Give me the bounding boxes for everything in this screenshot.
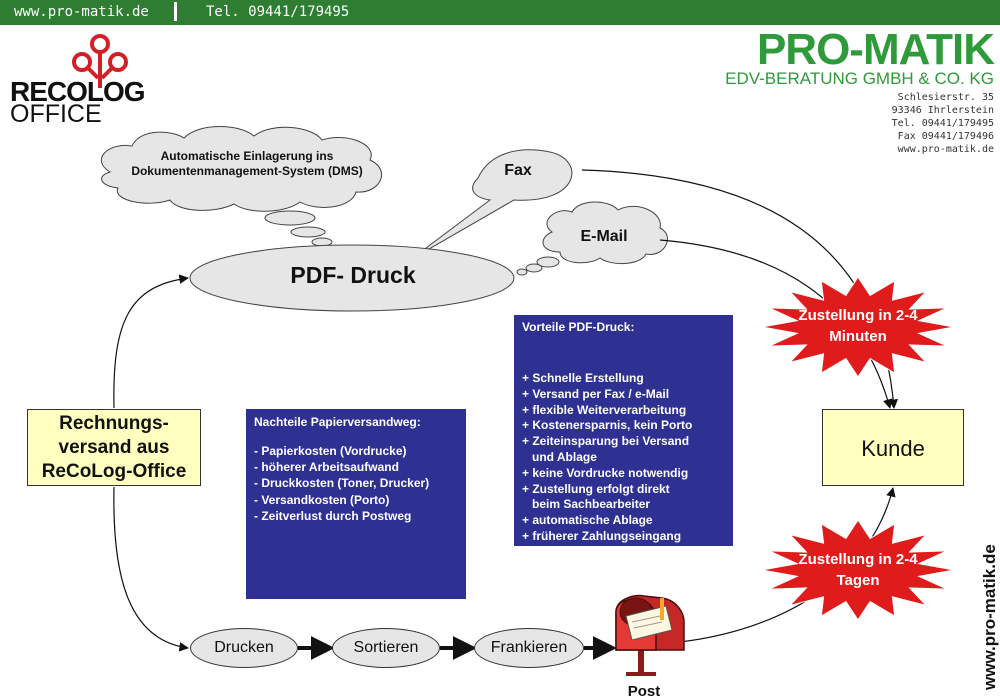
- address-website[interactable]: www.pro-matik.de: [897, 144, 994, 155]
- step-drucken: Drucken: [190, 628, 298, 668]
- promatik-subtitle: EDV-BERATUNG GMBH & CO. KG: [725, 69, 994, 88]
- connector-source-to-drucken: [113, 486, 189, 652]
- email-bubble-2: [525, 263, 543, 273]
- fax-label: Fax: [504, 162, 532, 179]
- dms-cloud-label: Automatische Einlagerung ins Dokumentenm…: [131, 149, 363, 178]
- list-item: - Versandkosten (Porto): [254, 492, 390, 507]
- connector-email-to-kunde: [659, 239, 893, 409]
- list-item: - höherer Arbeitsaufwand: [254, 460, 399, 475]
- step-frankieren: Frankieren: [474, 628, 584, 668]
- connector-source-to-pdf: [113, 274, 189, 409]
- promatik-brand: PRO-MATIK: [756, 25, 995, 74]
- address-city: 93346 Ihrlerstein: [891, 105, 994, 116]
- promatik-logo: PRO-MATIK EDV-BERATUNG GMBH & CO. KG Sch…: [720, 25, 998, 156]
- recolog-logo-line1: RECOLOG: [10, 76, 146, 107]
- recolog-logo-line2: OFFICE: [10, 100, 102, 128]
- list-item: - Druckkosten (Toner, Drucker): [254, 476, 430, 491]
- email-cloud: [542, 201, 668, 264]
- list-item: + keine Vordrucke notwendig: [522, 465, 689, 480]
- mailbox-icon: [615, 594, 685, 676]
- list-item: - Zeitverlust durch Postweg: [254, 508, 412, 523]
- email-bubble-1: [536, 256, 560, 268]
- list-item: + Kostenersparnis, kein Porto: [522, 418, 693, 433]
- starburst-fast: [761, 276, 955, 378]
- header-phone: Tel. 09441/179495: [206, 4, 350, 20]
- fax-bubble: [409, 149, 573, 261]
- recolog-mark-icon: [72, 34, 128, 88]
- list-item: + Zeiteinsparung bei Versand: [522, 434, 690, 449]
- slow-delivery-label: Zustellung in 2-4 Tagen: [798, 551, 918, 589]
- list-item: + automatische Ablage: [522, 513, 653, 528]
- advantages-title: Vorteile PDF-Druck:: [522, 320, 635, 334]
- advantages-list: + Schnelle Erstellung + Versand per Fax …: [522, 371, 725, 545]
- header-separator: [174, 2, 177, 21]
- disadvantages-title: Nachteile Papierversandweg:: [254, 415, 421, 429]
- address-street: Schlesierstr. 35: [897, 92, 994, 103]
- dms-bubble-2: [290, 226, 326, 238]
- address-phone: Tel. 09441/179495: [891, 118, 994, 129]
- list-item: + Versand per Fax / e-Mail: [522, 386, 670, 401]
- starburst-slow: [761, 519, 955, 621]
- list-item: + flexible Weiterverarbeitung: [522, 402, 687, 417]
- list-item: + früherer Zahlungseingang: [522, 528, 682, 543]
- list-item: - Papierkosten (Vordrucke): [254, 444, 407, 458]
- pdf-print-node: [189, 244, 515, 312]
- promatik-address: Schlesierstr. 35 93346 Ihrlerstein Tel. …: [892, 91, 994, 156]
- list-item: + Schnelle Erstellung: [522, 371, 644, 385]
- email-bubble-3: [516, 268, 528, 276]
- side-website[interactable]: www.pro-matik.de: [980, 544, 999, 690]
- list-item: und Ablage: [522, 449, 597, 464]
- fast-delivery-label: Zustellung in 2-4 Minuten: [798, 307, 918, 345]
- list-item: beim Sachbearbeiter: [522, 497, 651, 512]
- address-fax: Fax 09441/179496: [897, 131, 994, 142]
- dms-bubble-1: [264, 210, 316, 226]
- post-label: Post: [627, 683, 661, 700]
- step-sortieren: Sortieren: [332, 628, 440, 668]
- header-website[interactable]: www.pro-matik.de: [14, 4, 149, 20]
- disadvantages-list: - Papierkosten (Vordrucke) - höherer Arb…: [254, 443, 458, 524]
- pdf-print-label: PDF- Druck: [290, 262, 416, 288]
- list-item: + Zustellung erfolgt direkt: [522, 481, 670, 496]
- target-box: Kunde: [822, 409, 964, 486]
- source-box: Rechnungs-versand aus ReCoLog-Office: [27, 409, 201, 486]
- dms-cloud: [100, 126, 382, 212]
- recolog-logo: RECOLOG OFFICE: [8, 32, 158, 128]
- disadvantages-panel: Nachteile Papierversandweg: - Papierkost…: [246, 409, 466, 599]
- advantages-panel: Vorteile PDF-Druck: + Schnelle Erstellun…: [514, 315, 733, 546]
- header-bar: www.pro-matik.de Tel. 09441/179495: [0, 0, 1000, 25]
- email-label: E-Mail: [580, 228, 628, 245]
